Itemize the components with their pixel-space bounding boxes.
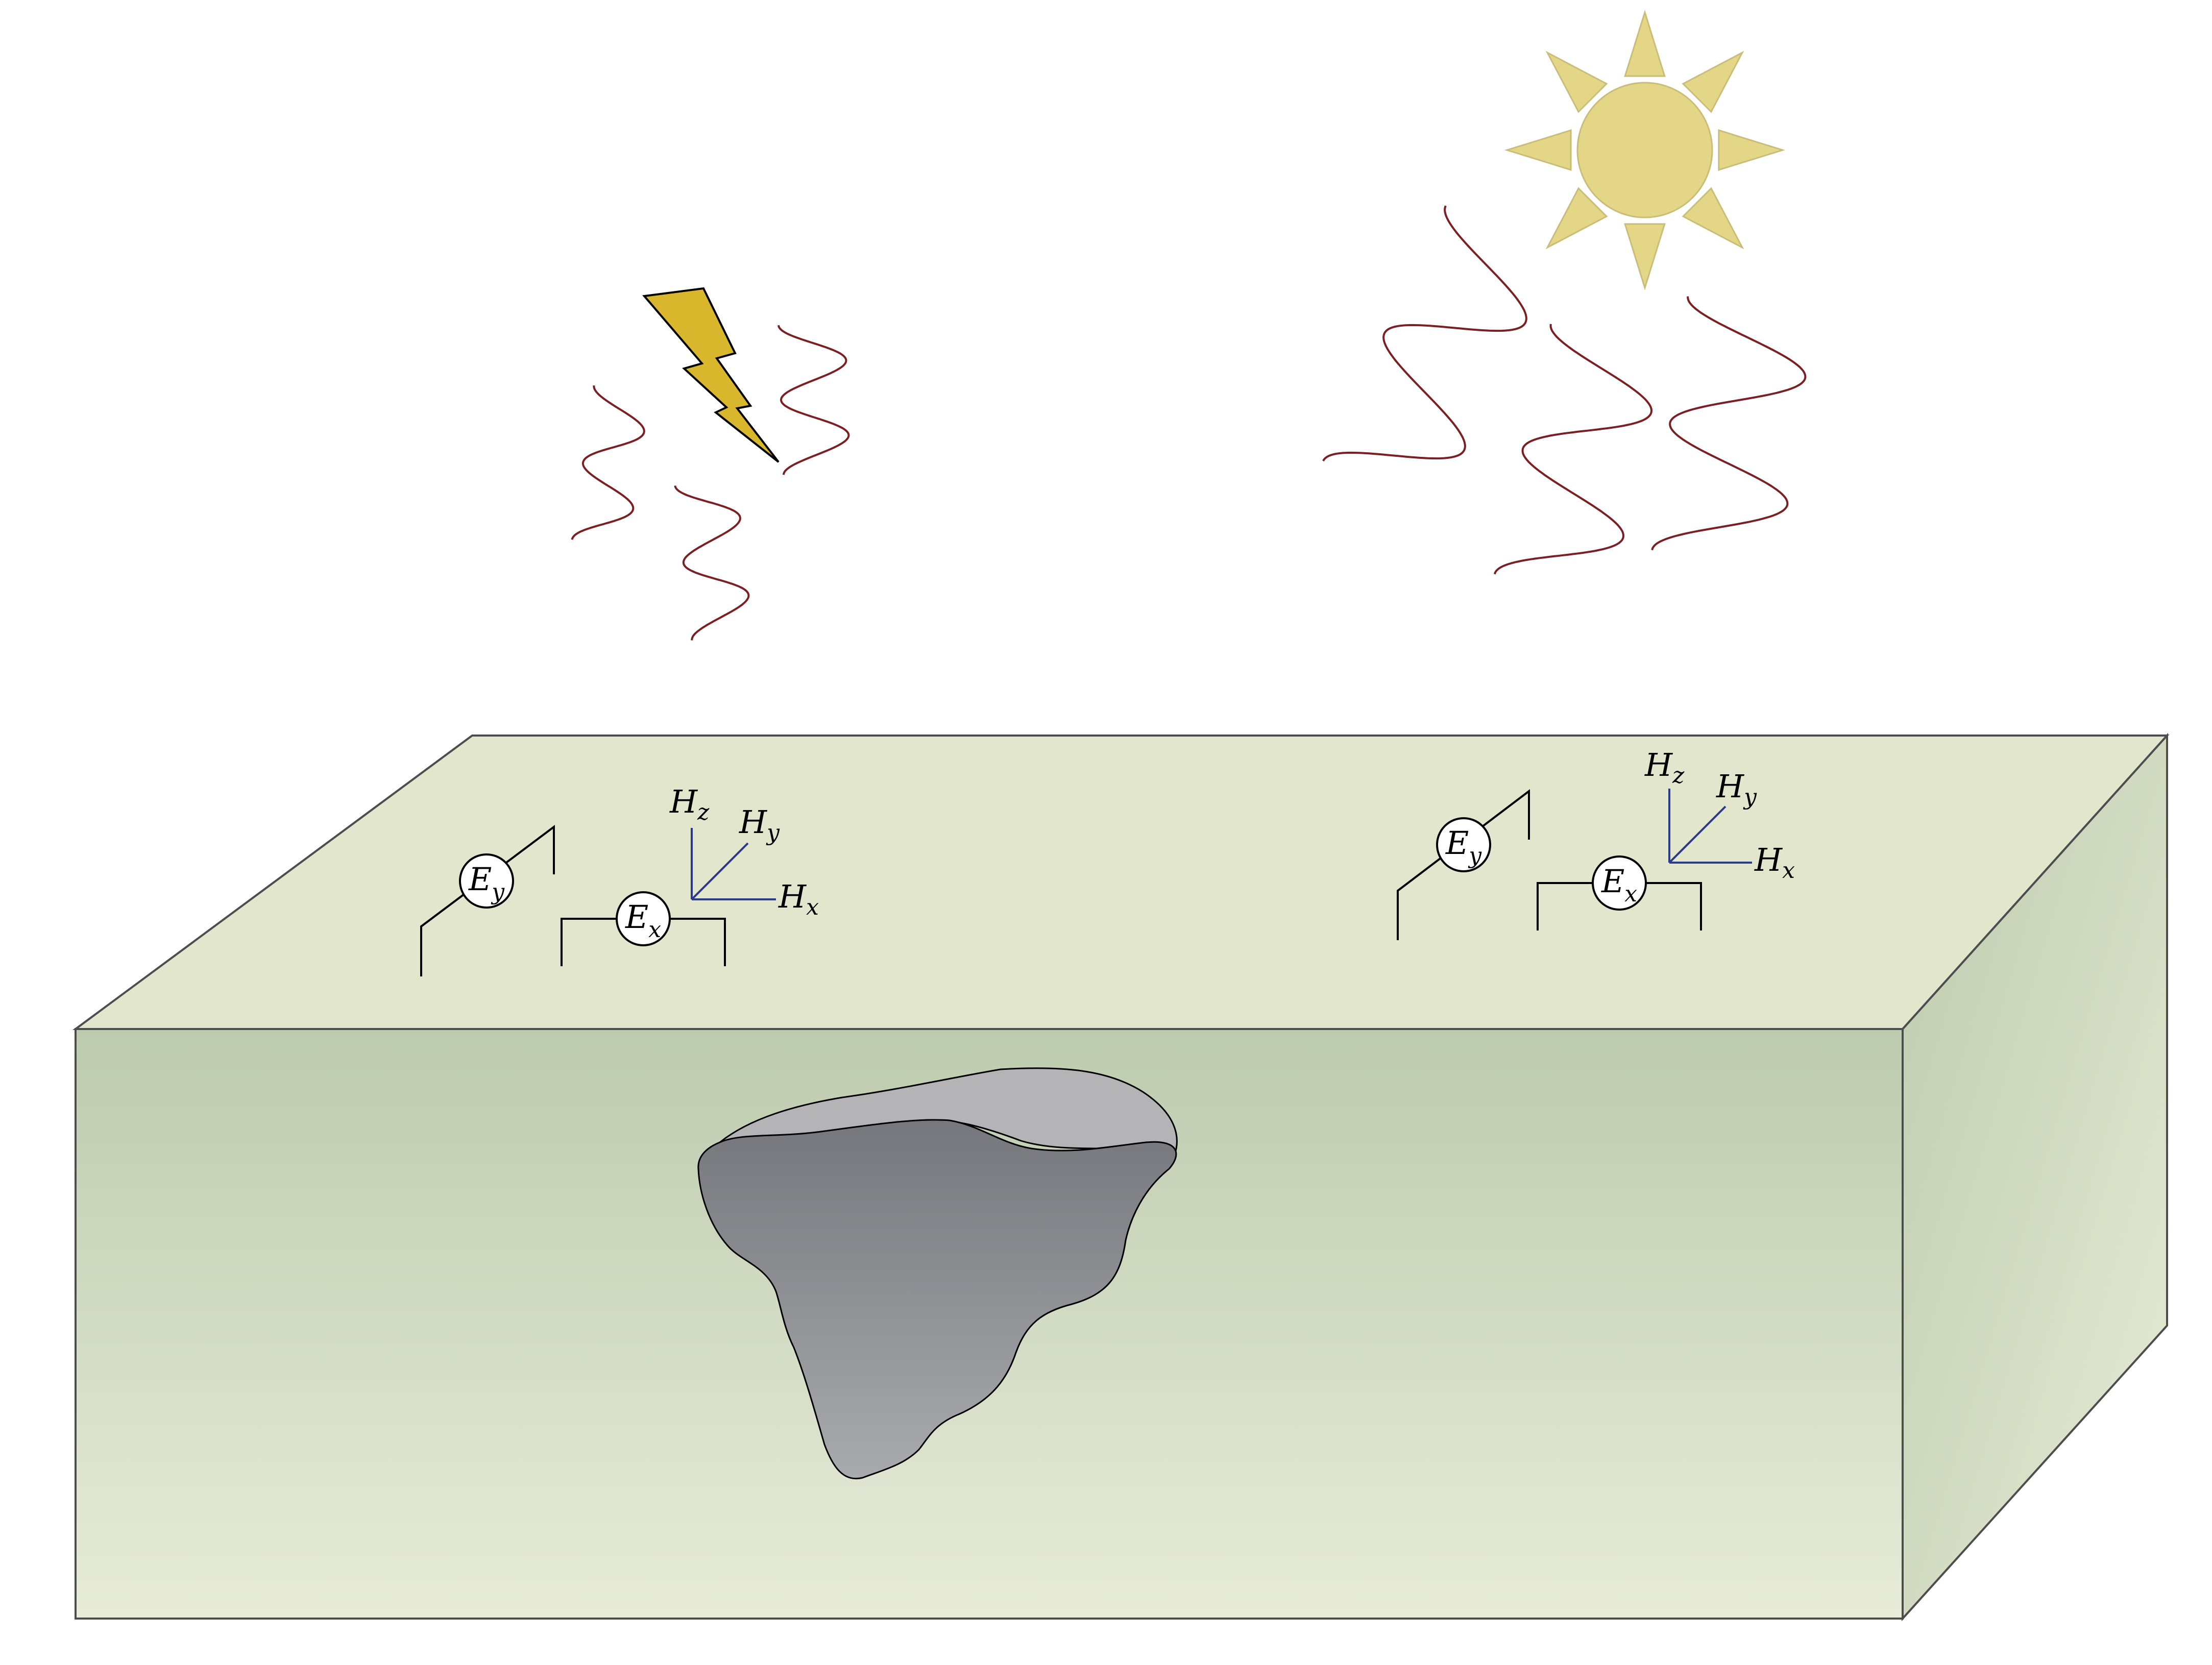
hx-label: Hx [1754,841,1795,884]
hy-axis [1668,805,1727,864]
em-waves [571,205,1807,641]
hy-label: Hy [1716,768,1757,810]
ex-label: Ex [625,898,661,943]
lightning-source [642,287,780,463]
sun-ray-icon [1504,129,1572,171]
ex-label: Ex [1601,863,1637,907]
body-front-surface [697,1119,1177,1480]
sun-ray-icon [1718,129,1786,171]
ex-sensor [1592,855,1647,911]
ey-label: Ey [468,861,505,905]
block-side-face [1902,732,2168,1622]
em-wave [777,325,850,475]
ey-sensor [459,853,514,909]
sun-ray-icon [1682,51,1744,113]
hy-axis [691,842,749,900]
sun-ray-icon [1545,187,1608,250]
em-wave [674,485,750,641]
sun-icon [1576,82,1713,218]
hy-label: Hy [739,803,780,846]
ey-sensor [1436,817,1491,872]
block-top-face [72,734,2170,1030]
sun-ray-icon [1545,51,1608,113]
sun-ray-icon [1682,187,1744,250]
em-wave [1651,296,1807,551]
em-wave [571,385,645,540]
ey-label: Ey [1445,824,1482,869]
em-wave [1493,324,1653,575]
sun-ray-icon [1624,223,1666,291]
subsurface-body [697,1067,1178,1480]
station-right: Ey Ex Hz Hy Hx [1397,746,1795,940]
sun-source [1504,9,1786,291]
lightning-bolt-icon [642,287,780,463]
hx-label: Hx [778,878,819,920]
sun-ray-icon [1624,9,1666,77]
hz-label: Hz [669,783,710,825]
ex-sensor [616,891,671,946]
em-wave [1322,205,1527,462]
hz-label: Hz [1644,746,1685,789]
station-left: Ey Ex Hz Hy Hx [420,783,819,976]
